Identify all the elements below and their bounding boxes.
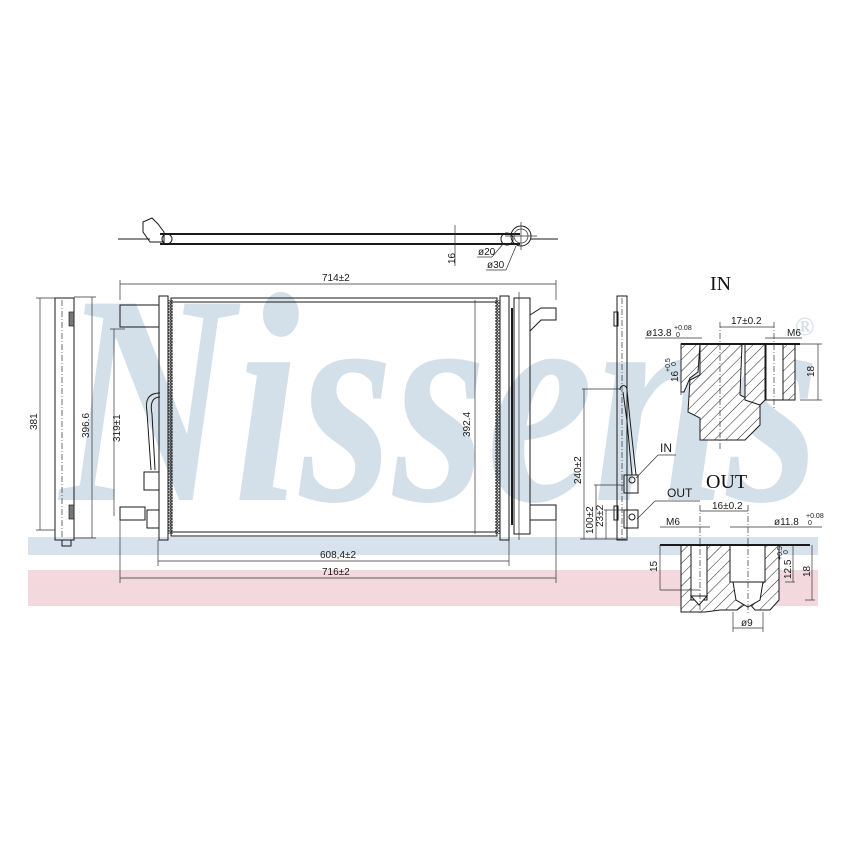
out-outlet-diameter: ø9: [741, 618, 753, 629]
dim-out-offset-23: 23±2: [595, 504, 606, 527]
out-bore-depth-tol-upper: +0.5: [777, 546, 784, 560]
in-bore-tol-lower: 0: [676, 332, 680, 339]
dim-core-height-392: 392.4: [462, 412, 473, 437]
dim-side-381: 381: [29, 413, 40, 430]
in-bore-tol-upper: +0.08: [674, 325, 692, 332]
left-side-view: [36, 296, 96, 547]
dim-top-height: 16: [447, 252, 458, 264]
front-view: [110, 280, 557, 583]
dim-pipe-large: ø30: [487, 260, 505, 271]
label-in: IN: [660, 441, 672, 455]
registered-mark: ®: [795, 312, 814, 341]
dim-mount-height-319: 319±1: [112, 414, 123, 442]
dim-side-396: 396.6: [81, 413, 92, 438]
in-block-height: 18: [806, 365, 817, 377]
in-center-distance: 17±0.2: [731, 316, 762, 327]
dim-width-714: 714±2: [322, 273, 350, 284]
dim-out-height-100: 100±2: [585, 506, 596, 534]
right-side-view: [580, 295, 700, 541]
out-bore-diameter: ø11.8: [774, 517, 799, 528]
out-bore-depth-tol-lower: 0: [783, 550, 790, 554]
out-bore-tol-upper: +0.08: [806, 513, 824, 520]
out-thread-depth: 15: [649, 560, 660, 572]
in-bore-depth: 16: [670, 370, 681, 382]
dim-pipe-diameters: [477, 243, 517, 271]
in-bore-depth-tol-upper: +0.5: [665, 358, 672, 372]
in-detail-section: [645, 322, 822, 450]
watermark-band-blue: [28, 537, 818, 555]
dim-width-716: 716±2: [322, 567, 350, 578]
dim-core-width-608: 608,4±2: [320, 550, 357, 561]
dim-pipe-small: ø20: [478, 247, 496, 258]
out-bore-tol-lower: 0: [808, 520, 812, 527]
out-detail-title: OUT: [706, 471, 747, 493]
out-thread: M6: [666, 517, 680, 528]
in-bore-depth-tol-lower: 0: [671, 362, 678, 366]
dim-in-height-240: 240±2: [573, 456, 584, 484]
out-center-distance: 16±0.2: [712, 501, 743, 512]
in-bore-diameter: ø13.8: [646, 328, 672, 339]
out-detail-section: [659, 505, 822, 632]
out-block-height: 18: [802, 565, 813, 577]
in-detail-title: IN: [710, 273, 731, 295]
top-view: [118, 217, 558, 266]
in-thread: M6: [787, 328, 801, 339]
label-out: OUT: [667, 486, 693, 500]
out-bore-depth: 12.5: [783, 559, 794, 579]
